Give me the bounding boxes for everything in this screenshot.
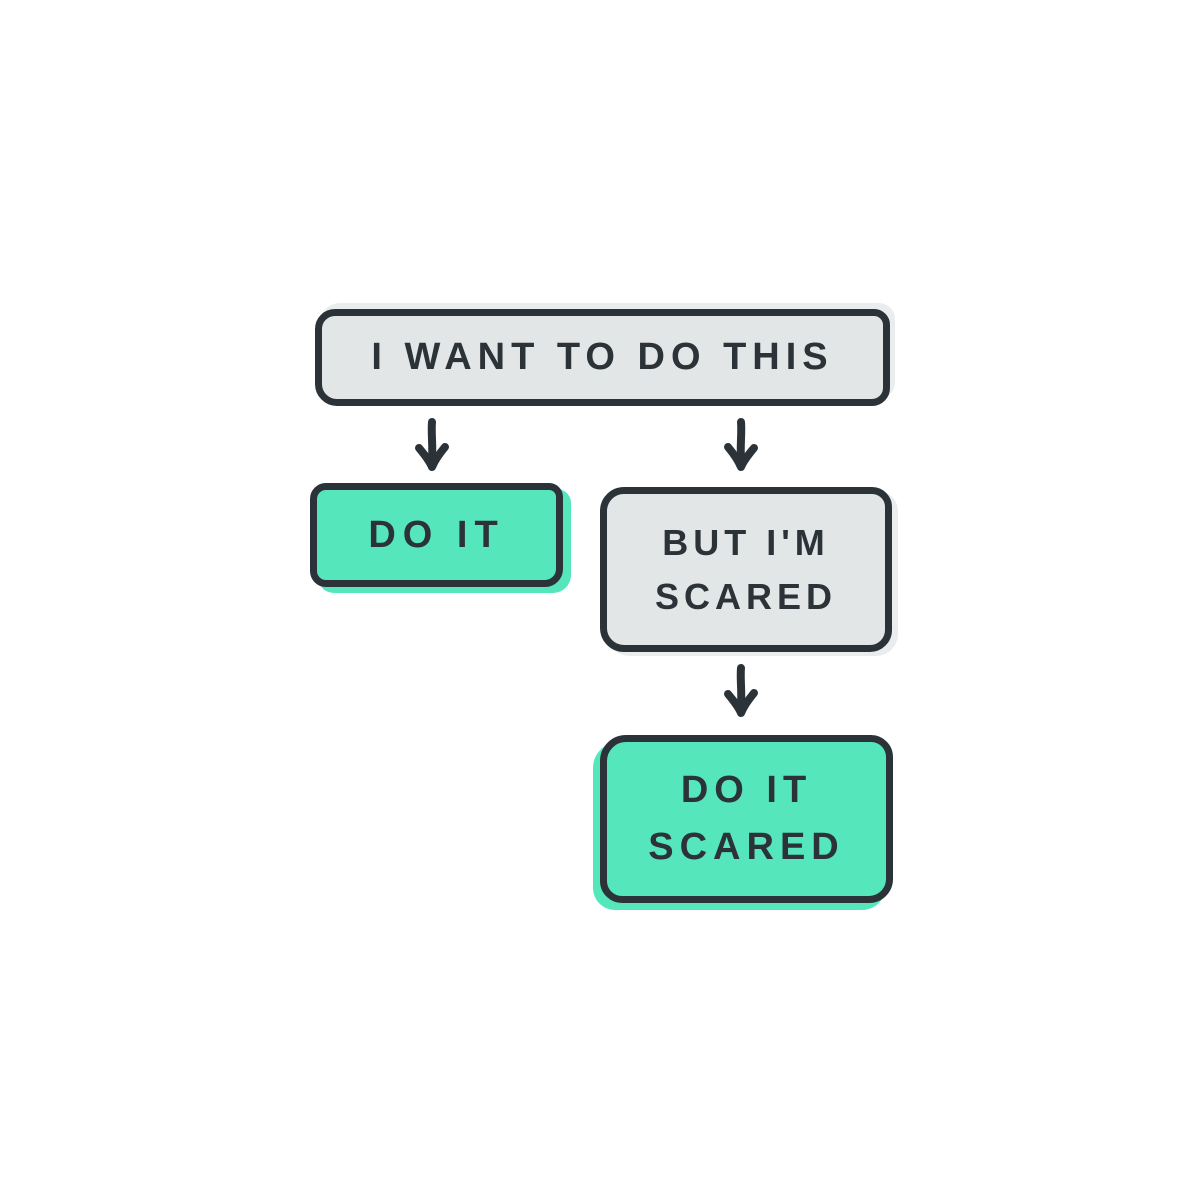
down-arrow-icon [719, 417, 763, 475]
down-arrow-icon [410, 417, 454, 475]
node-label-line1: DO IT [680, 769, 813, 811]
node-label: DO IT [368, 513, 505, 556]
node-do-it-scared: DO IT SCARED [600, 735, 893, 903]
node-do-it: DO IT [310, 483, 563, 587]
down-arrow-icon [719, 663, 763, 721]
node-label-line1: BUT I'M [662, 521, 830, 563]
node-label: I WANT TO DO THIS [371, 336, 834, 378]
node-label-line2: SCARED [654, 575, 837, 617]
node-i-want-to-do-this: I WANT TO DO THIS [315, 309, 890, 406]
node-but-im-scared: BUT I'M SCARED [600, 487, 892, 652]
node-label-line2: SCARED [648, 826, 845, 868]
